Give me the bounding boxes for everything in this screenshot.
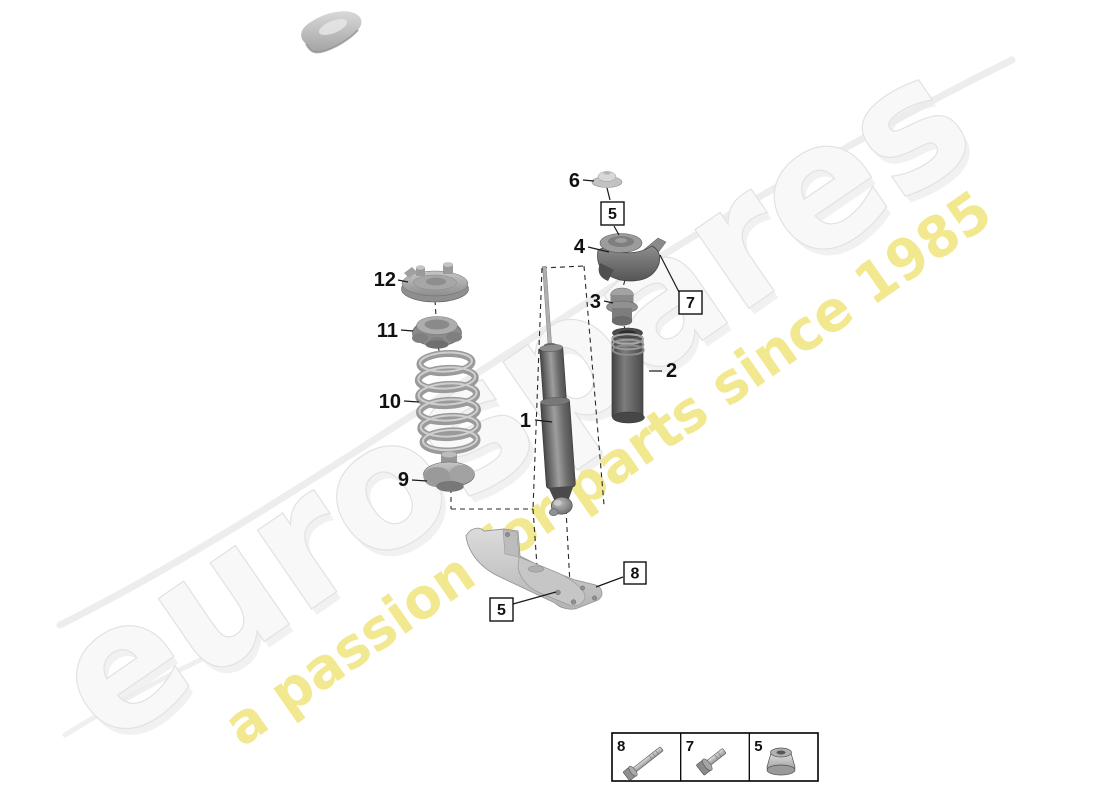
callout-box-5-upper-label: 5	[608, 206, 617, 223]
callout-box-5-lower-label: 5	[497, 602, 506, 619]
callout-10[interactable]: 10	[379, 391, 401, 413]
callout-2[interactable]: 2	[666, 360, 677, 382]
car-sketch-swoosh-line-lower	[62, 639, 243, 738]
strut-mount-part	[597, 233, 667, 282]
fastener-legend-table: 8 7 5	[611, 732, 819, 782]
watermark-brand-text: eurospares	[17, 16, 1004, 782]
callout-box-8[interactable]: 8	[623, 561, 647, 585]
callout-12[interactable]: 12	[374, 269, 396, 291]
callout-6[interactable]: 6	[569, 170, 580, 192]
long-bolt-icon	[623, 746, 664, 781]
callout-4[interactable]: 4	[574, 236, 586, 258]
protective-tube-part	[611, 327, 645, 424]
short-bolt-icon	[696, 748, 727, 776]
callout-box-5-lower[interactable]: 5	[489, 597, 514, 622]
callout-9[interactable]: 9	[398, 469, 409, 491]
cap-part	[591, 171, 623, 188]
callout-leader-lines	[397, 179, 680, 605]
callout-3[interactable]: 3	[590, 291, 601, 313]
callout-box-7-label: 7	[686, 295, 695, 312]
callout-box-7[interactable]: 7	[678, 290, 703, 315]
legend-cell-8[interactable]: 8	[617, 738, 665, 781]
trailing-arm-part	[465, 527, 603, 610]
boxed-fastener-callouts: 5 7 8 5	[489, 201, 703, 622]
spring-support-part	[412, 316, 462, 349]
coil-spring-part	[414, 349, 482, 455]
flange-nut-icon	[766, 747, 796, 776]
callout-1[interactable]: 1	[520, 410, 531, 432]
bump-stop-part	[606, 287, 638, 326]
legend-cell-5[interactable]: 5	[754, 738, 796, 776]
callout-box-8-label: 8	[631, 566, 640, 583]
lower-spring-seat-part	[423, 451, 475, 492]
part-number-callouts: 1 2 3 4 6 9 10 11 12	[374, 170, 677, 491]
legend-number-5: 5	[754, 738, 762, 755]
legend-cell-7[interactable]: 7	[686, 738, 729, 776]
callout-box-5-upper[interactable]: 5	[600, 201, 625, 226]
callout-11[interactable]: 11	[377, 320, 398, 342]
watermark-layer: eurospares eurospares a passion for part…	[16, 14, 1016, 789]
car-silhouette-icon	[301, 11, 362, 54]
upper-spring-plate-part	[401, 262, 469, 303]
legend-number-7: 7	[686, 738, 694, 755]
legend-number-8: 8	[617, 738, 625, 755]
